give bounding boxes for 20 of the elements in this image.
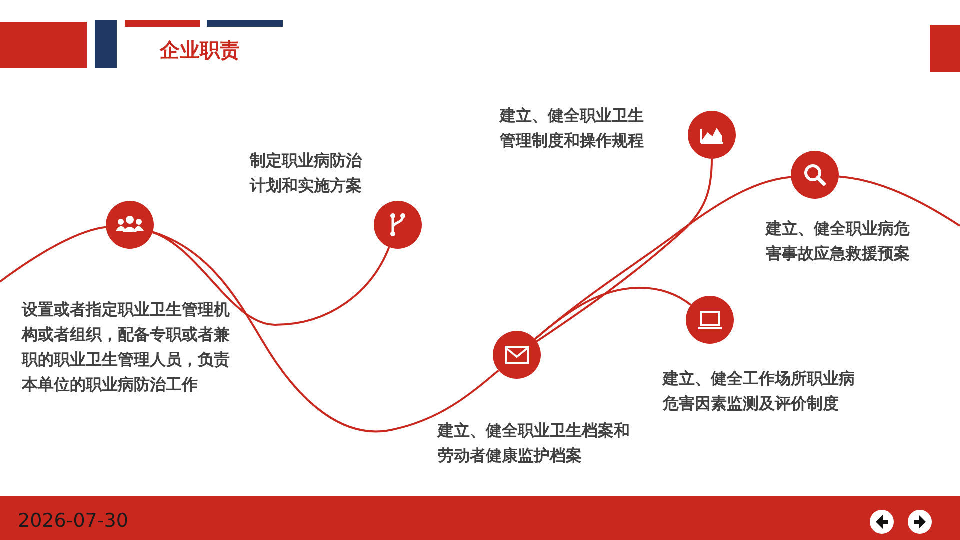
- title: 企业职责: [160, 37, 240, 64]
- curve-line: [838, 176, 960, 227]
- description-text: 建立、健全职业卫生档案和劳动者健康监护档案: [438, 420, 631, 467]
- curve-line: [534, 287, 692, 340]
- description-text: 建立、健全职业卫生管理制度和操作规程: [500, 105, 645, 152]
- curve-line: [536, 158, 713, 342]
- date-text: 2026-07-30: [18, 510, 128, 532]
- description-text: 制定职业病防治计划和实施方案: [250, 150, 364, 197]
- icon-circle: [493, 331, 541, 379]
- icon-circle: [374, 201, 422, 249]
- icon-circle: [688, 111, 736, 159]
- curve-line: [152, 231, 500, 433]
- curve-line: [152, 232, 390, 326]
- description-text: 建立、健全职业病危害事故应急救援预案: [766, 218, 911, 265]
- icon-circle: [686, 296, 734, 344]
- icon-circle: [106, 201, 154, 249]
- curve-line: [0, 226, 106, 283]
- description-text: 设置或者指定职业卫生管理机构或者组织，配备专职或者兼职的职业卫生管理人员，负责本单位的职业病防治工作: [22, 299, 231, 396]
- description-text: 建立、健全工作场所职业病危害因素监测及评价制度: [663, 368, 856, 415]
- icon-circle: [791, 151, 839, 199]
